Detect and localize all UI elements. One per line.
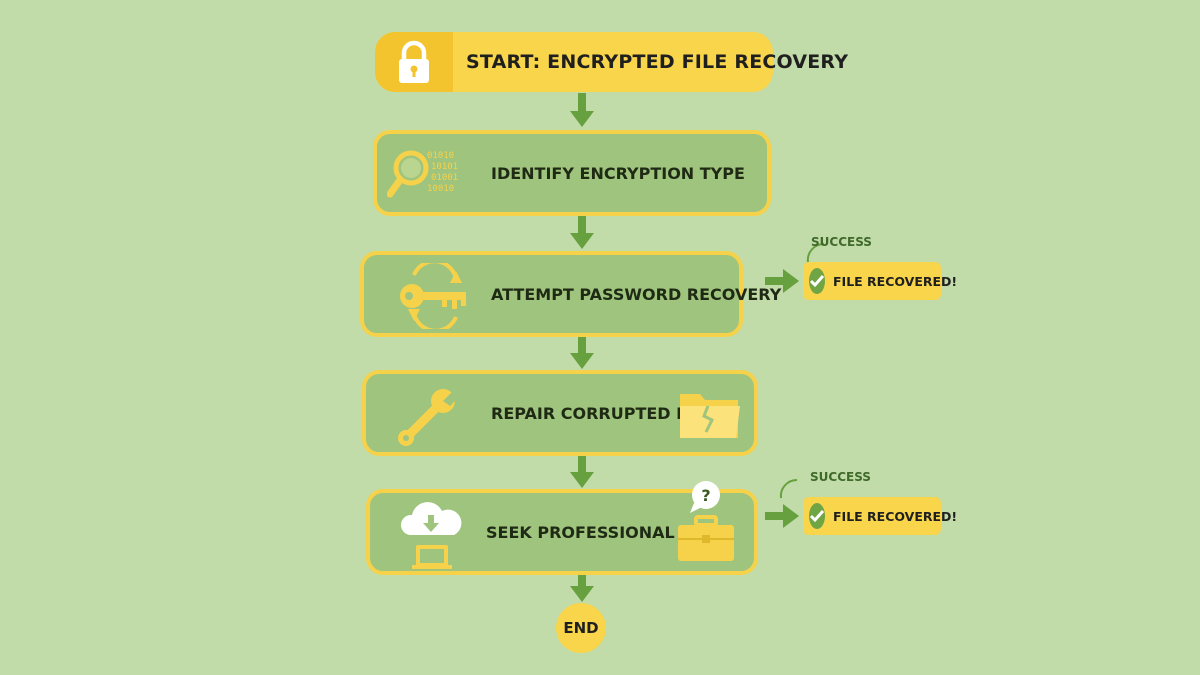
success-label: SUCCESS — [811, 235, 872, 249]
lock-icon — [399, 40, 429, 83]
flow-arrow-1 — [570, 93, 594, 127]
success-curve-1 — [806, 242, 825, 263]
step-label: SEEK PROFESSIONAL HELP — [486, 522, 727, 542]
end-node: END — [556, 603, 606, 653]
cloud-download-computer-icon — [400, 502, 462, 569]
step-repair-corrupted-file: REPAIR CORRUPTED FILE — [362, 370, 758, 456]
binary-text-row-2: 10101 — [431, 162, 458, 172]
binary-text-row-3: 01001 — [431, 173, 458, 183]
wrench-icon — [398, 388, 460, 446]
briefcase-question-icon: ? — [678, 481, 734, 561]
flow-arrow-4 — [570, 454, 594, 488]
step-attempt-password-recovery: ATTEMPT PASSWORD RECOVERY — [360, 251, 781, 337]
binary-text-row-1: 01010 — [427, 151, 454, 161]
success-label: SUCCESS — [810, 470, 871, 484]
check-icon — [809, 268, 825, 294]
step-label: ATTEMPT PASSWORD RECOVERY — [491, 284, 782, 304]
flow-arrow-2 — [570, 215, 594, 249]
start-node: START: ENCRYPTED FILE RECOVERY — [375, 32, 848, 92]
broken-folder-icon — [680, 394, 740, 438]
branch-arrow-2 — [765, 504, 799, 528]
step-label: REPAIR CORRUPTED FILE — [491, 403, 715, 423]
file-recovered-box: FILE RECOVERED! — [803, 262, 957, 300]
magnifier-binary-icon: 01010 10101 01001 10010 — [387, 150, 458, 198]
flow-arrow-3 — [570, 335, 594, 369]
key-refresh-icon — [400, 263, 466, 329]
start-icon-box — [375, 32, 453, 92]
step-identify-encryption: 01010 10101 01001 10010 IDENTIFY ENCRYPT… — [373, 130, 771, 216]
branch-arrow-1 — [765, 269, 799, 293]
question-mark-text: ? — [701, 486, 710, 505]
branch-result-label: FILE RECOVERED! — [833, 508, 958, 524]
step-label: IDENTIFY ENCRYPTION TYPE — [491, 163, 745, 183]
branch-result-label: FILE RECOVERED! — [833, 273, 958, 289]
start-label: START: ENCRYPTED FILE RECOVERY — [466, 51, 849, 73]
check-icon — [809, 503, 825, 529]
step-seek-professional-help: SEEK PROFESSIONAL HELP ? — [366, 481, 758, 575]
success-curve-2 — [779, 478, 798, 499]
flow-arrow-5 — [570, 572, 594, 602]
file-recovered-box: FILE RECOVERED! — [803, 497, 957, 535]
binary-text-row-4: 10010 — [427, 184, 454, 194]
